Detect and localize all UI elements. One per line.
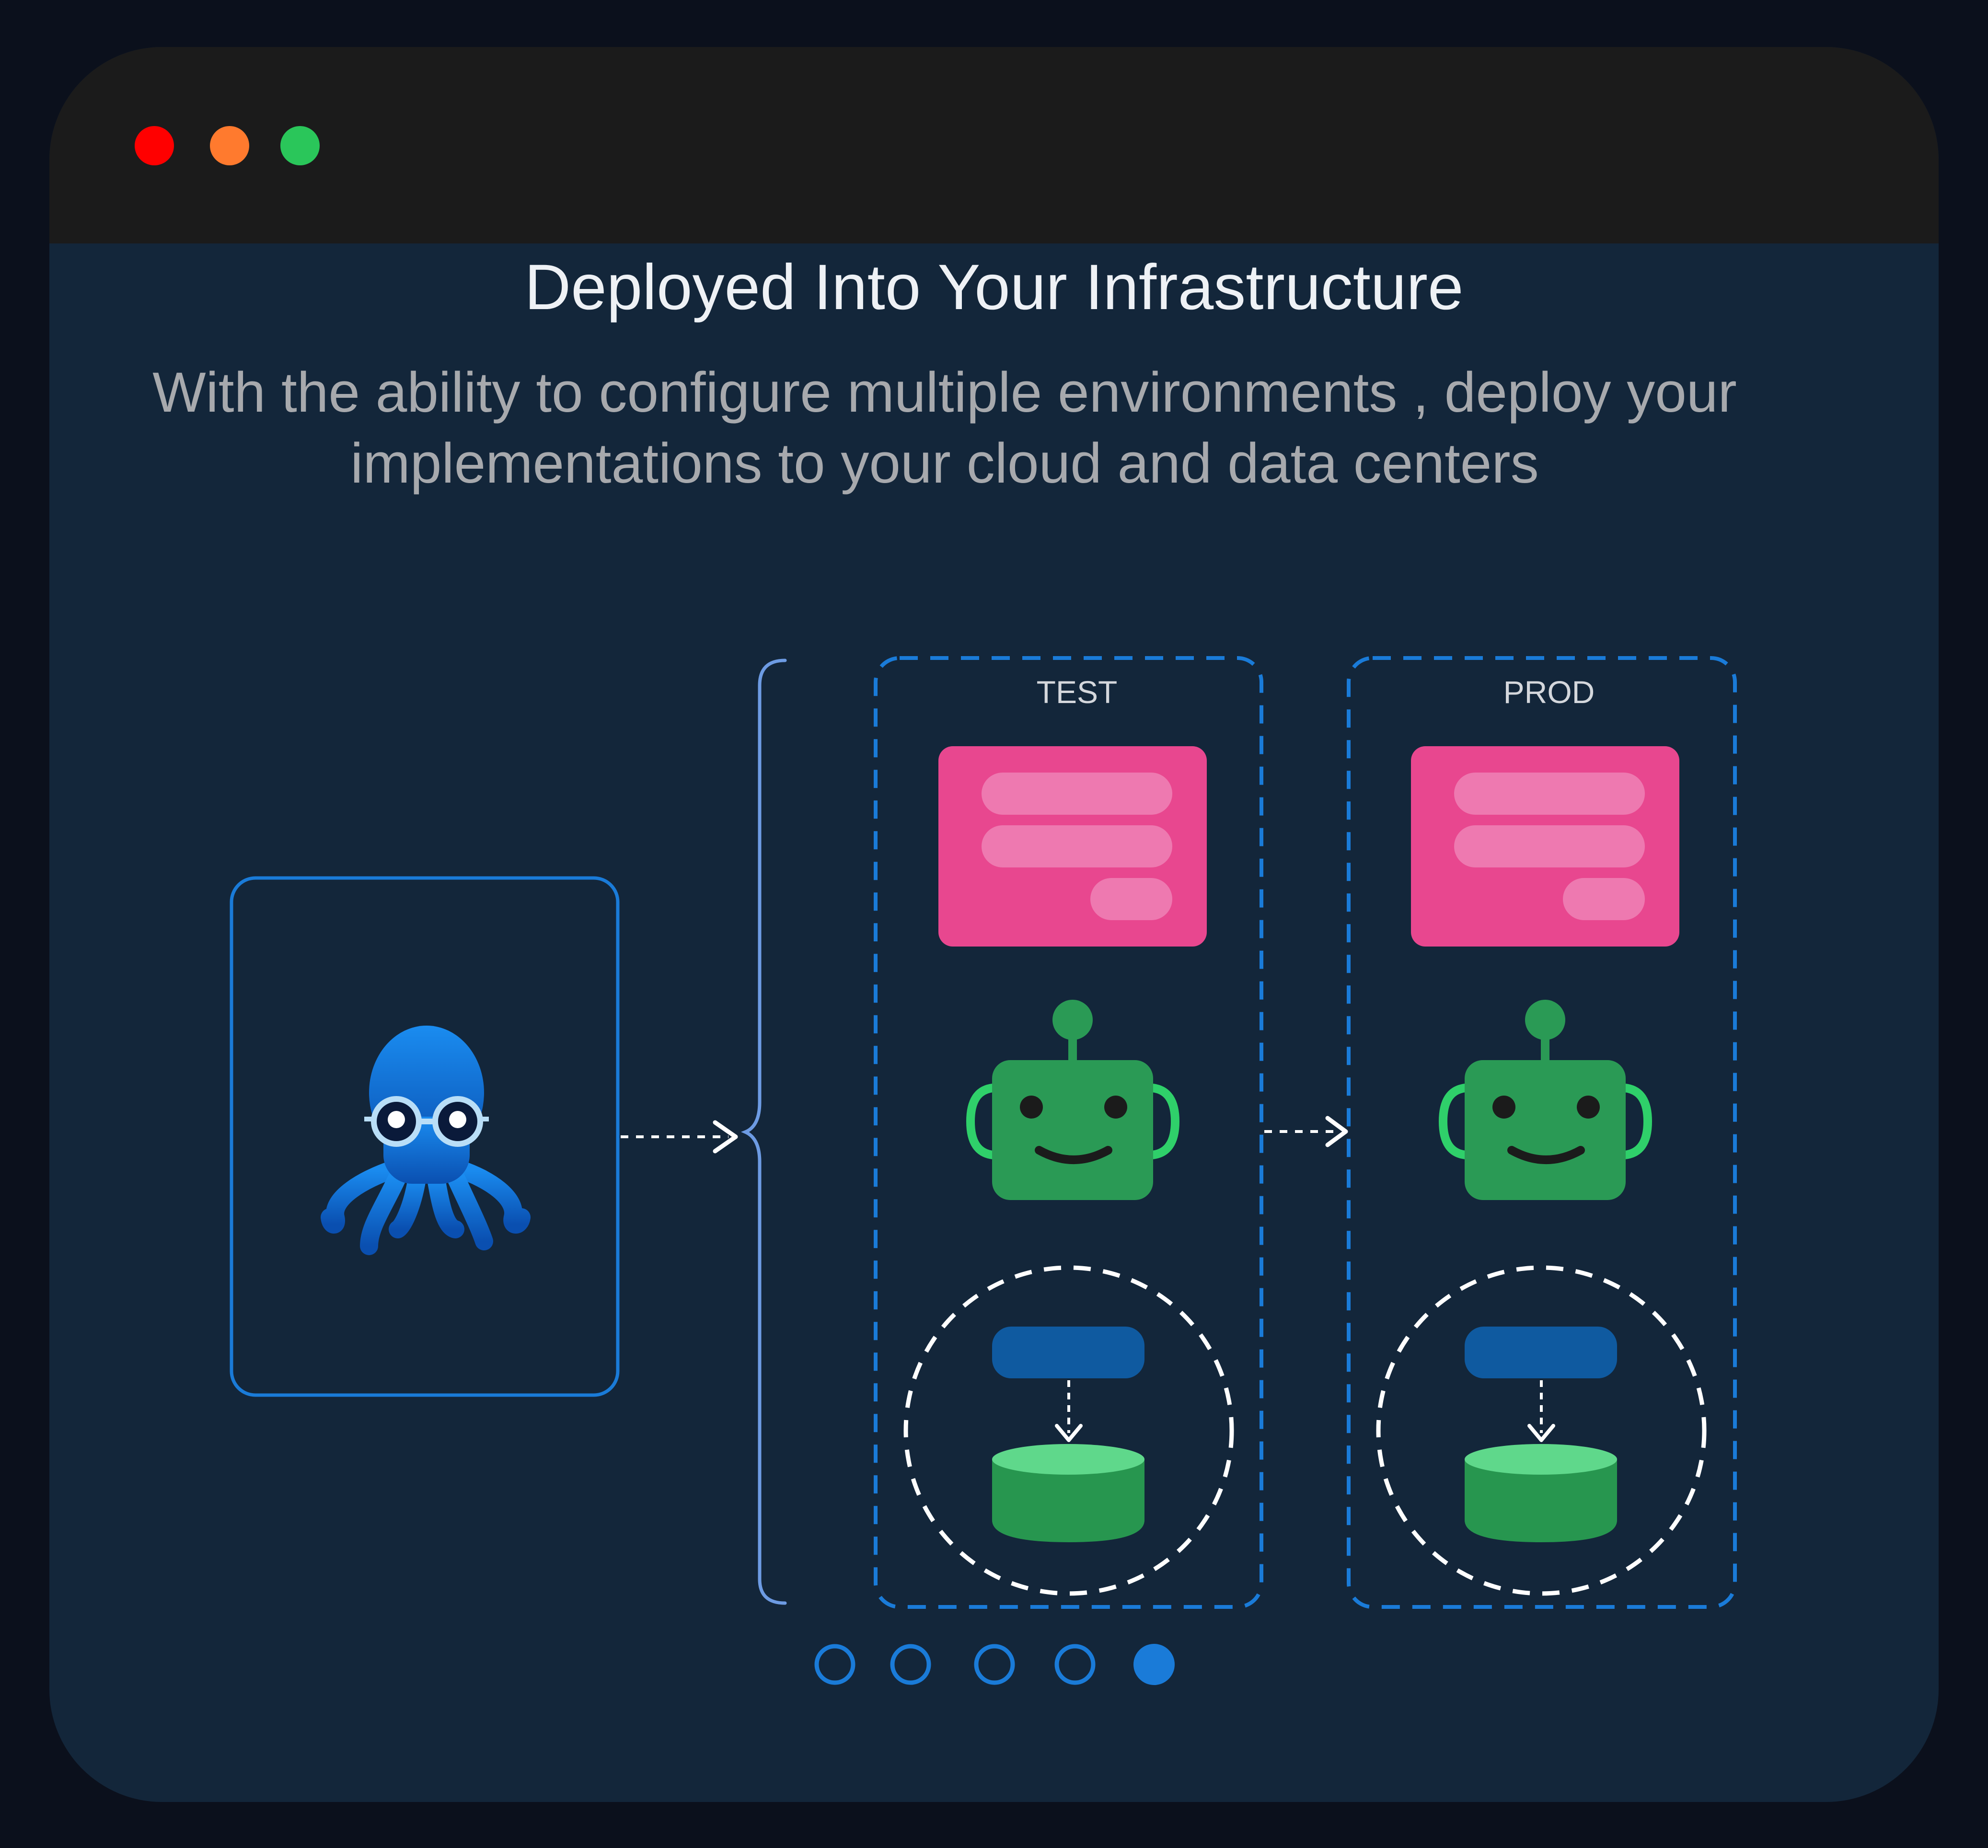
robot-icon (966, 1000, 1180, 1200)
promote-arrow (1264, 1116, 1348, 1147)
maximize-window-button[interactable] (280, 126, 320, 165)
pagination-dot-5[interactable] (1133, 1644, 1175, 1685)
octopus-mascot-icon (321, 1026, 531, 1255)
datacenter-group (1376, 1265, 1707, 1596)
service-block (992, 1327, 1144, 1378)
config-panel (1411, 746, 1679, 947)
robot-icon (1438, 1000, 1653, 1200)
database-icon (992, 1444, 1144, 1542)
database-icon (1465, 1444, 1617, 1542)
title-bar (49, 47, 1939, 243)
pagination-dot-1[interactable] (814, 1644, 855, 1685)
minimize-window-button[interactable] (210, 126, 249, 165)
page-title: Deployed Into Your Infrastructure (524, 252, 1464, 323)
environments-brace (740, 658, 787, 1605)
service-block (1465, 1327, 1617, 1378)
pagination-dot-3[interactable] (974, 1644, 1015, 1685)
source-box (230, 876, 620, 1397)
environment-label: PROD (1503, 674, 1595, 710)
close-window-button[interactable] (135, 126, 174, 165)
deploy-arrow (621, 1120, 738, 1154)
environment-prod: PROD (1347, 656, 1737, 1609)
config-panel (938, 746, 1207, 947)
pagination-dot-4[interactable] (1054, 1644, 1096, 1685)
environment-label: TEST (1037, 674, 1118, 710)
pagination-dot-2[interactable] (890, 1644, 931, 1685)
environment-test: TEST (874, 656, 1263, 1609)
datacenter-group (903, 1265, 1234, 1596)
pagination-dots (814, 1644, 1175, 1685)
page-subtitle: With the ability to configure multiple e… (152, 361, 1737, 495)
